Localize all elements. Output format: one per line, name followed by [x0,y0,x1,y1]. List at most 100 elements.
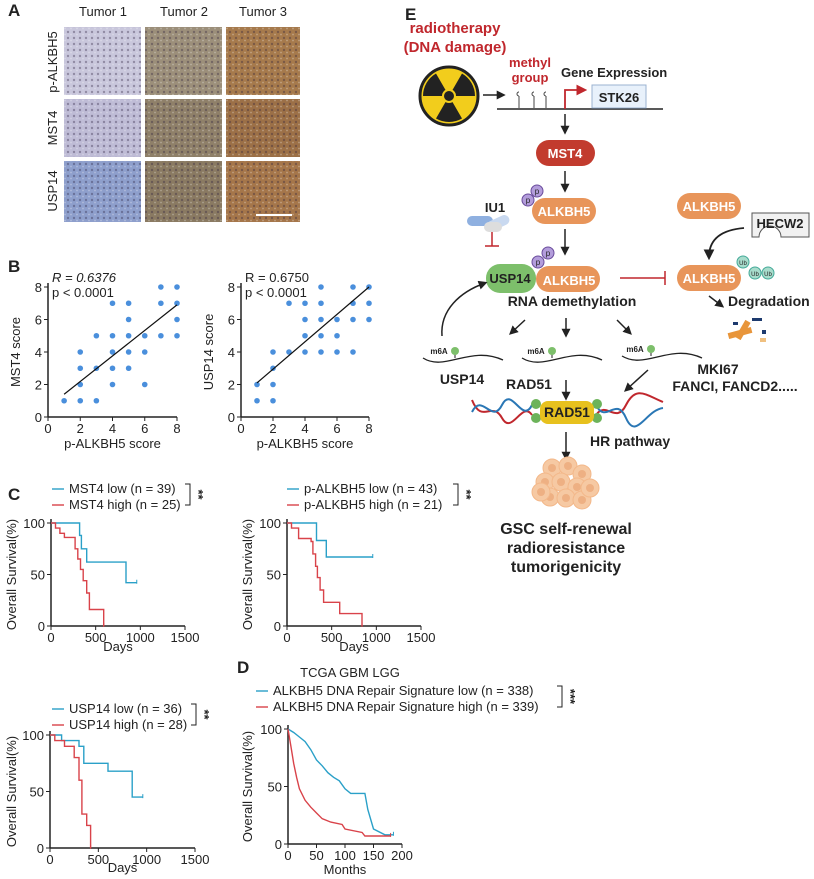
significance-bracket [453,483,459,506]
regression-line [256,286,370,384]
scatter-point [334,316,340,323]
alkbh5-label: ALKBH5 [683,199,736,214]
legend-label: MST4 low (n = 39) [69,481,176,496]
arrow [703,227,745,261]
phospho-label: p [536,258,541,267]
degraded-protein-icon [727,318,766,342]
scatter-point [141,332,148,339]
gene-expression-label: Gene Expression [561,65,667,80]
mst4-label: MST4 [548,146,583,161]
ihc-texture [145,27,222,95]
significance-stars: *** [563,689,578,705]
rad51-label: RAD51 [544,404,590,420]
y-tick-label: 0 [35,410,42,425]
phospho-label: p [546,249,551,258]
x-tick-label: 1000 [126,630,155,645]
outcome-gsc-self-renewal: GSC self-renewal [500,521,632,538]
ihc-texture [145,99,222,157]
y-axis-label: Overall Survival(%) [4,736,19,847]
x-tick-label: 4 [301,421,308,436]
y-axis-label: Overall Survival(%) [4,519,19,630]
inhibit-icon [485,232,499,247]
scatter-point [174,300,180,307]
scatter-point [109,349,116,355]
x-tick-label: 0 [44,421,51,436]
x-tick-label: 0 [237,421,244,436]
scatter-point [109,332,116,339]
scatter-point [109,365,116,372]
scatter-point [125,316,132,323]
scatter-point [61,397,67,404]
mki67-label: MKI67 [697,361,738,377]
cell-nucleus [573,483,581,491]
x-tick-label: 2 [77,421,84,436]
legend-label: USP14 high (n = 28) [69,717,187,732]
scatter-point [318,349,324,355]
ubiquitin-icon: Ub Ub Ub [736,255,775,280]
x-tick-label: 0 [47,630,54,645]
usp14-pill [486,264,536,293]
scatter-1-r-value: R = 0.6376 [52,270,117,285]
stk26-box [591,84,647,109]
alkbh5-label: ALKBH5 [538,204,591,219]
y-tick-label: 0 [38,619,45,634]
radiation-icon [418,65,480,127]
scatter-2-r-value: R = 0.6750 [245,270,309,285]
y-tick-label: 6 [35,313,42,328]
y-axis-label: Overall Survival(%) [240,519,255,630]
promoter-arrow-icon [564,84,588,109]
legend-label: MST4 high (n = 25) [69,497,181,512]
x-axis-label: p-ALKBH5 score [64,436,161,451]
rad51-target-label: RAD51 [506,376,552,392]
usp14-label: USP14 [489,271,531,286]
x-axis-label: Days [103,639,133,654]
x-tick-label: 1000 [362,630,391,645]
y-tick-label: 0 [37,841,44,856]
column-header-tumor-2: Tumor 2 [160,4,208,19]
row-label-p-alkbh5: p-ALKBH5 [45,31,60,92]
scatter-point [141,381,148,388]
scatter-point [334,349,340,355]
column-header-tumor-3: Tumor 3 [239,4,287,19]
m6a-label: m6A [430,347,448,356]
y-tick-label: 50 [268,780,282,795]
x-tick-label: 1500 [407,630,436,645]
cell-nucleus [562,494,570,502]
survival-curve-low [287,728,394,836]
y-tick-label: 8 [35,280,42,295]
y-tick-label: 6 [228,313,235,328]
scatter-point [254,397,260,404]
mrna-icon [422,352,703,363]
alkbh5-pill [532,198,596,224]
legend-label: USP14 low (n = 36) [69,701,182,716]
survival-curve-low [50,734,143,798]
arrow [708,295,725,308]
m6a-label: m6A [626,345,644,354]
scatter-point [350,284,356,290]
mechanism-diagram: radiotherapy (DNA damage) methyl group G… [404,20,810,576]
significance-stars: ** [197,709,212,720]
scatter-point [270,349,276,355]
x-tick-label: 0 [284,848,291,863]
cell-cluster-icon [531,456,600,510]
cell-nucleus [537,488,545,496]
cell-nucleus [578,496,586,504]
y-tick-label: 4 [35,345,42,360]
legend-label: p-ALKBH5 high (n = 21) [304,497,442,512]
mst4-pill [536,140,595,166]
chart-title: TCGA GBM LGG [300,665,400,680]
scatter-point [302,316,308,323]
scatter-point [158,332,164,339]
scatter-point [125,349,132,355]
methyl-group-icon [516,91,547,108]
cell-nucleus [557,478,565,486]
x-tick-label: 50 [309,848,323,863]
scatter-point [302,332,308,339]
x-tick-label: 1500 [181,852,210,867]
significance-bracket [191,703,197,726]
scatter-point [174,316,180,323]
rad51-box [540,401,594,424]
panel-label-b: B [8,257,20,276]
